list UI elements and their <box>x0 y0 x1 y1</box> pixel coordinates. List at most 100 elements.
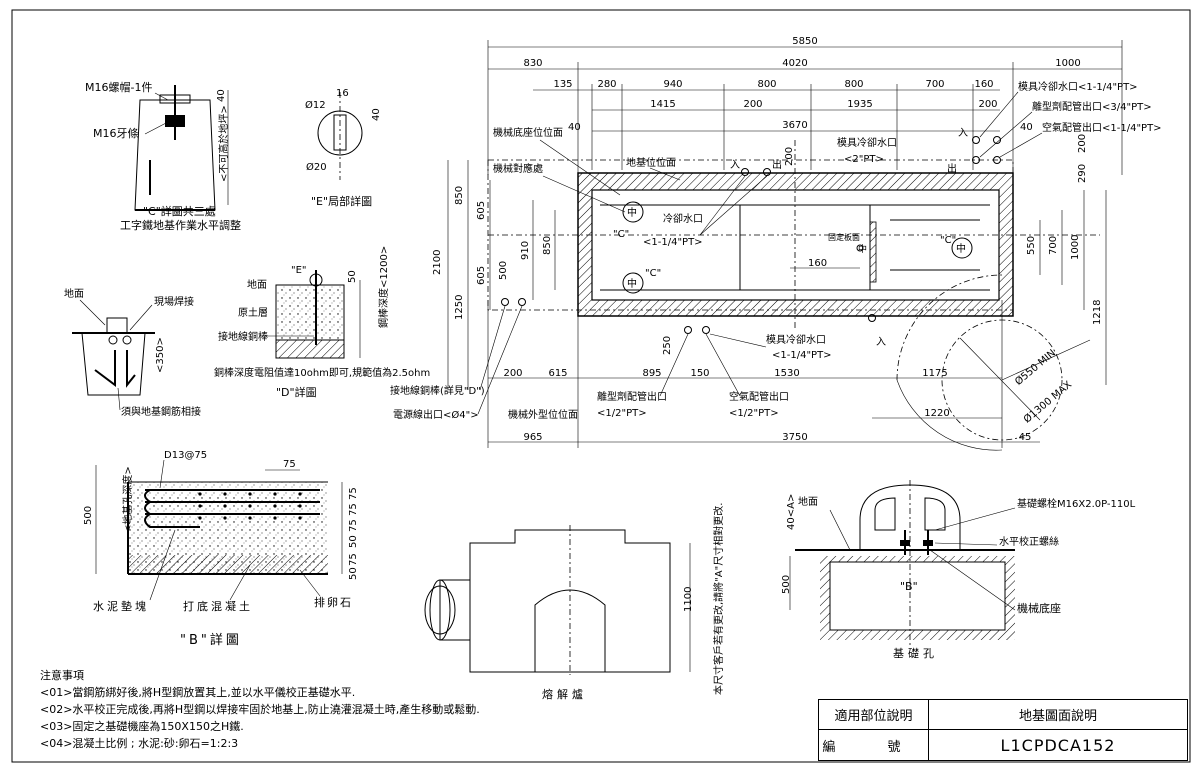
anchor-c-1 <box>622 201 644 223</box>
detail-weld: 地面 現場焊接 <350> 須與地基鋼筋相接 <box>64 287 201 418</box>
foundation-a-label: 40<A> <box>786 494 797 530</box>
detail-d-depth: 鋼棒深度<1200> <box>377 246 390 328</box>
detail-d-50: 50 <box>347 270 358 283</box>
title-block-value-1: 地基圖面說明 <box>929 700 1187 730</box>
detail-b-r75c: 75 <box>348 519 359 532</box>
dim-1415: 1415 <box>650 99 675 110</box>
note-item: <03>固定之基礎機座為150X150之H鐵. <box>40 720 244 733</box>
dim-135: 135 <box>553 79 572 90</box>
dim-1000: 1000 <box>1055 58 1080 69</box>
dim-850: 850 <box>454 186 465 205</box>
foundation-500: 500 <box>781 575 792 594</box>
detail-e-12: Ø12 <box>305 99 326 111</box>
c-mark-3: "C" <box>940 235 956 246</box>
dim-850b: 850 <box>542 236 553 255</box>
title-block-label-1: 適用部位說明 <box>819 700 929 730</box>
center-mark-2: 中 <box>627 277 637 290</box>
detail-b-r75d: 75 <box>348 553 359 566</box>
detail-d-e-mark: "E" <box>291 265 307 276</box>
foundation-ground: 地面 <box>798 495 818 508</box>
dim-overall: 5850 <box>792 36 817 47</box>
dim-b200: 200 <box>503 368 522 379</box>
pt114b-label: <1-1/4"PT> <box>772 350 832 361</box>
circle-min-label: Ø550 MIN <box>1013 347 1058 388</box>
out-mark-2: 出 <box>947 162 957 175</box>
dim-40a: 40 <box>568 122 581 133</box>
dim-700r: 700 <box>1048 236 1059 255</box>
weld-ground: 地面 <box>64 287 84 300</box>
center-mark-1: 中 <box>627 206 637 219</box>
main-plan: 5850 830 4020 1000 135 280 940 800 800 7… <box>390 36 1162 451</box>
detail-d-ground: 地面 <box>247 278 267 291</box>
dim-40b: 40 <box>1020 122 1033 133</box>
in-mark-2: 入 <box>958 128 968 139</box>
dim-550: 550 <box>1026 236 1037 255</box>
detail-d-title: "D"詳圖 <box>276 385 317 399</box>
dim-b965: 965 <box>523 432 542 443</box>
circle-max-label: Ø1300 MAX <box>1021 378 1074 425</box>
detail-e-20: Ø20 <box>306 161 327 173</box>
foundation-pos-label: 地基位位面 <box>626 156 676 169</box>
dim-800a: 800 <box>757 79 776 90</box>
dim-4020: 4020 <box>782 58 807 69</box>
machine-base-pos-label: 機械底座位位面 <box>493 126 563 139</box>
detail-c-title2: 工字鐵地基作業水平調整 <box>120 218 241 232</box>
dim-1935: 1935 <box>847 99 872 110</box>
dim-b895: 895 <box>642 368 661 379</box>
foundation-pit-inner <box>591 189 1000 301</box>
detail-c-40: 40 <box>216 89 227 102</box>
in-mark-3: 入 <box>876 337 886 348</box>
note-item: <01>當鋼筋綁好後,將H型鋼放置其上,並以水平儀校正基礎水平. <box>40 686 356 699</box>
detail-b-500: 500 <box>83 506 94 525</box>
dim-940: 940 <box>663 79 682 90</box>
dim-200b: 200 <box>978 99 997 110</box>
detail-e-40: 40 <box>371 108 382 121</box>
center-mark-4: 中 <box>858 243 867 255</box>
detail-b-r75a: 75 <box>348 487 359 500</box>
weld-rebar: 須與地基鋼筋相接 <box>121 405 201 418</box>
dim-830: 830 <box>523 58 542 69</box>
c-mark-2: "C" <box>645 268 661 279</box>
detail-b-depth-label: <地基孔深度> <box>121 466 134 533</box>
detail-b-75: 75 <box>283 459 296 470</box>
furnace-1100: 1100 <box>683 587 694 612</box>
power-label: 電源線出口<Ø4"> <box>393 408 479 421</box>
dim-b1175: 1175 <box>922 368 947 379</box>
title-block-label-2: 編 號 <box>819 730 929 760</box>
dim-b1530: 1530 <box>774 368 799 379</box>
detail-c-nut: M16螺帽-1件 <box>85 81 152 94</box>
detail-b-block: 水泥墊塊 <box>93 599 149 613</box>
dim-1218: 1218 <box>1092 300 1103 325</box>
detail-c-vertical: <不可高於地坪> <box>217 105 230 182</box>
dim-b615: 615 <box>548 368 567 379</box>
fixed-plate-label: 固定板面 <box>828 232 860 242</box>
notes-section: 注意事項 <01>當鋼筋綁好後,將H型鋼放置其上,並以水平儀校正基礎水平. <0… <box>40 667 480 752</box>
pt2-label: <2"PT> <box>844 154 884 165</box>
mold-cool-in-3-label: 模具冷卻水口 <box>766 333 826 346</box>
detail-c-title1: "C"詳圖共三處 <box>143 204 216 218</box>
detail-b-rebar: D13@75 <box>164 450 207 461</box>
air-out-2-label: 空氣配管出口 <box>729 390 789 403</box>
detail-b-r50b: 50 <box>348 567 359 580</box>
dim-200v: 200 <box>784 147 795 166</box>
foundation-b-mark: "B" <box>900 580 918 593</box>
dim-1250: 1250 <box>454 295 465 320</box>
anchor-c-2 <box>622 272 644 294</box>
cool-water-pt: <1-1/4"PT> <box>643 237 703 248</box>
dim-b1220: 1220 <box>924 408 949 419</box>
dim-250: 250 <box>662 336 673 355</box>
detail-b-gravel: 排卵石 <box>314 595 353 609</box>
furnace-side-note: 本尺寸客戶若有更改,請將"A"尺寸相對更改. <box>712 503 725 695</box>
detail-d-rod: 接地線銅棒 <box>218 330 268 343</box>
sheet-border <box>11 9 1191 763</box>
furnace-title: 熔解爐 <box>542 687 587 701</box>
machine-outline-label: 機械外型位位面 <box>508 408 578 421</box>
detail-b-title: "B"詳圖 <box>180 632 242 648</box>
detail-c-thread: M16牙條 <box>93 126 139 140</box>
out-mark-1: 出 <box>772 158 782 171</box>
detail-d-soil: 原土層 <box>238 306 268 319</box>
foundation-bolt: 基礎螺栓M16X2.0P-110L <box>1017 497 1136 510</box>
detail-b-r50a: 50 <box>348 535 359 548</box>
dim-290: 290 <box>1077 164 1088 183</box>
